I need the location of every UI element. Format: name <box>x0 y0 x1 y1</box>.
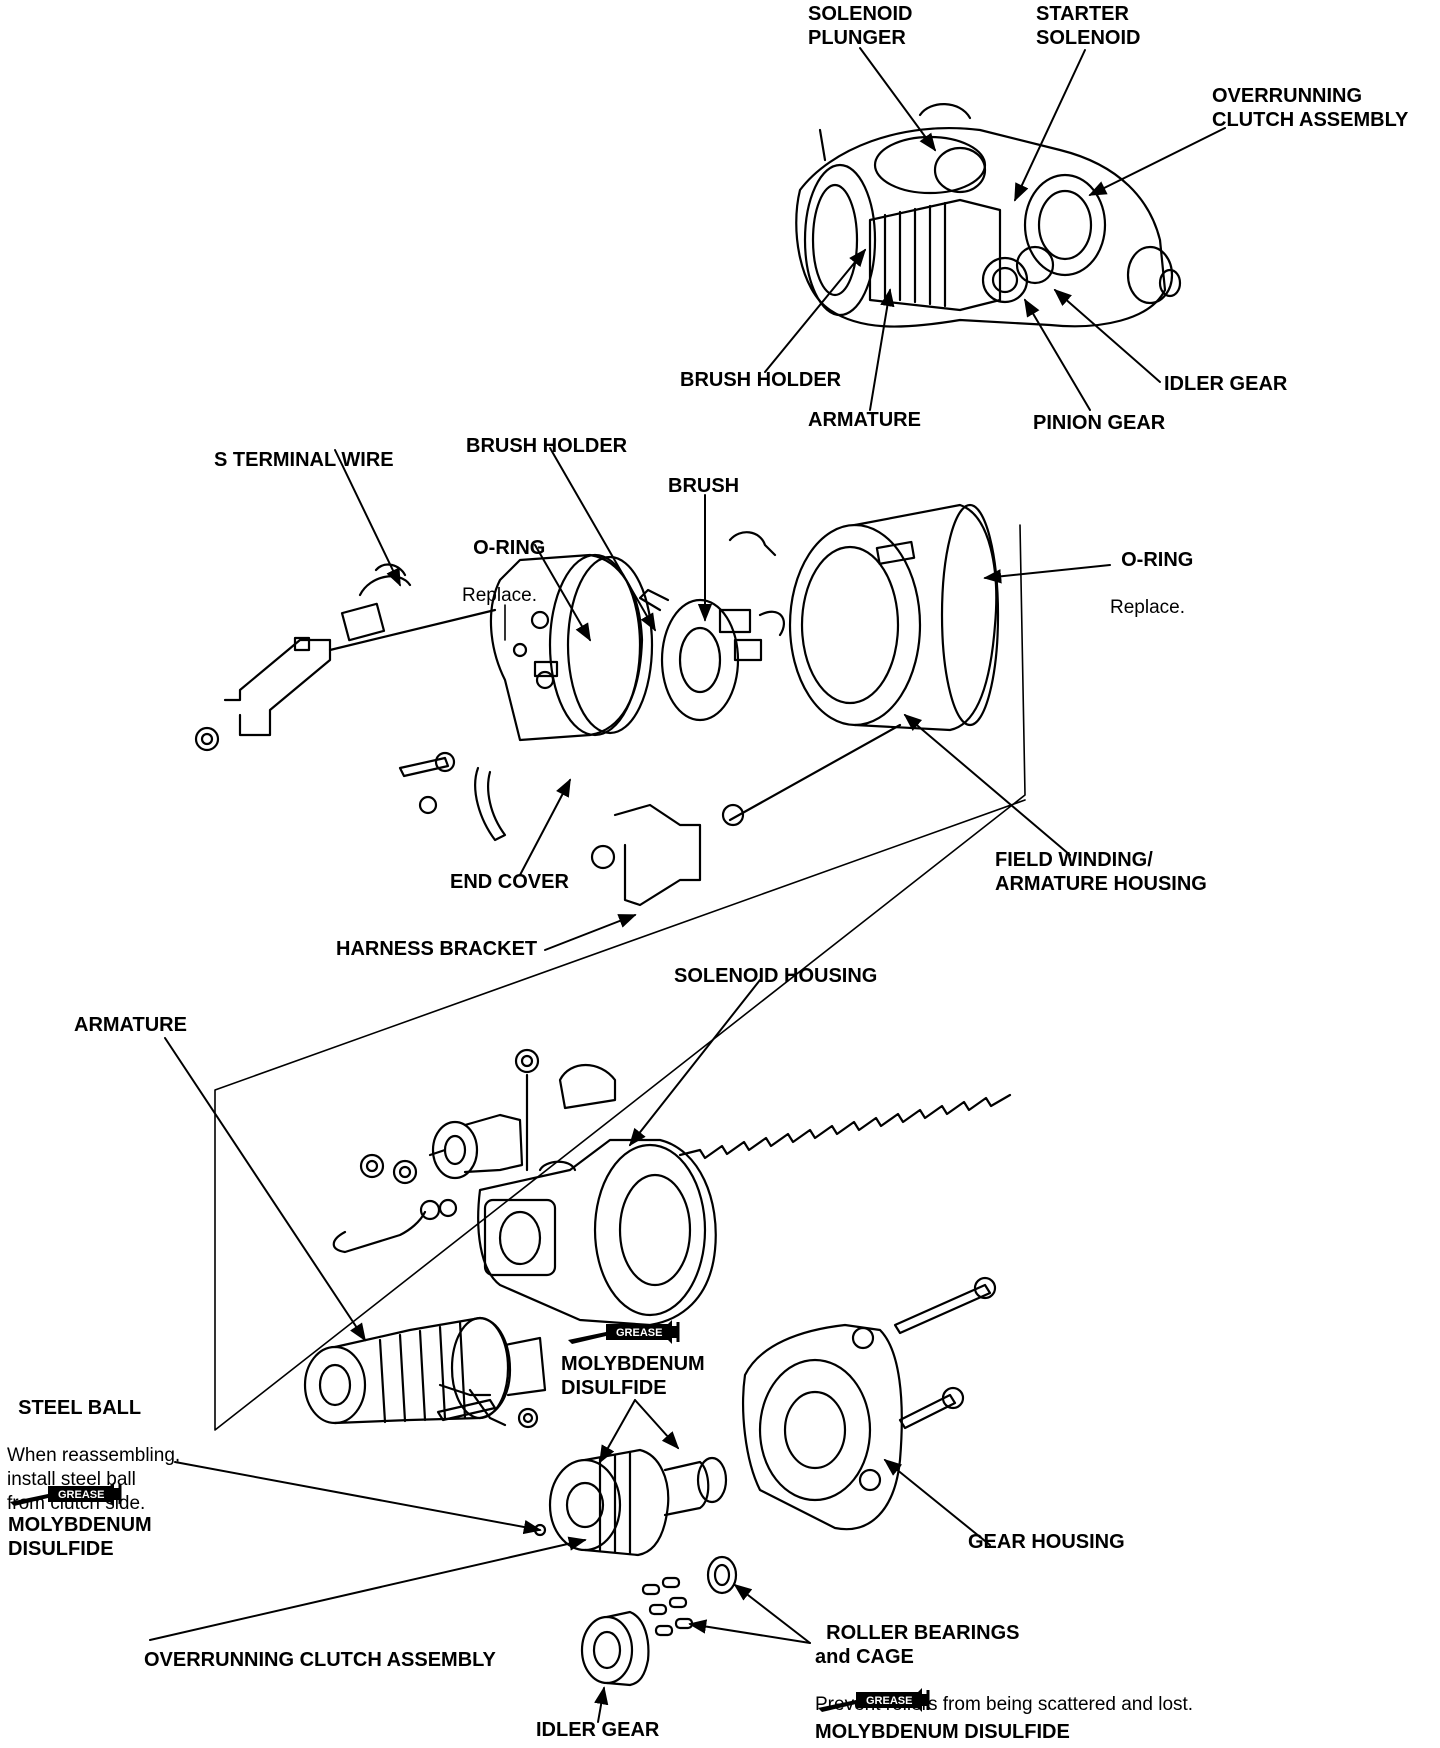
grease-gun-icon: GREASE <box>818 1688 930 1712</box>
oring-right-note: Replace. <box>1110 597 1185 618</box>
idler-gear-bottom-drawing <box>580 1610 650 1687</box>
label-solenoid-plunger: SOLENOID PLUNGER <box>808 3 913 49</box>
label-harness-bracket: HARNESS BRACKET <box>336 938 538 960</box>
leader-lines <box>149 47 1226 1723</box>
label-moly-left: MOLYBDENUM DISULFIDE <box>8 1514 152 1560</box>
grease-gun-icon: GREASE <box>10 1482 122 1506</box>
armature-bottom-drawing <box>303 1316 547 1429</box>
grease-icon-text: GREASE <box>616 1327 662 1339</box>
overrunning-clutch-drawing <box>533 1448 728 1557</box>
roller-bearings-title: ROLLER BEARINGS and CAGE <box>815 1622 1020 1668</box>
oring-left-title: O-RING <box>473 537 546 559</box>
label-roller-bearings: ROLLER BEARINGS and CAGE Prevent rollers… <box>815 1597 1193 1741</box>
label-field-winding: FIELD WINDING/ ARMATURE HOUSING <box>995 849 1207 895</box>
oring-left-note: Replace. <box>462 585 537 606</box>
label-s-terminal-wire: S TERMINAL WIRE <box>214 449 394 471</box>
label-gear-housing: GEAR HOUSING <box>968 1531 1125 1553</box>
label-brush-holder-top: BRUSH HOLDER <box>680 369 842 391</box>
label-solenoid-housing: SOLENOID HOUSING <box>674 965 878 987</box>
label-oring-left: O-RING Replace. <box>462 512 545 632</box>
solenoid-housing-drawing <box>477 1138 717 1327</box>
oring-right-title: O-RING <box>1121 549 1194 571</box>
label-brush-holder-mid: BRUSH HOLDER <box>466 435 628 457</box>
panel-frame <box>214 524 1026 1431</box>
label-overrunning-clutch-top: OVERRUNNING CLUTCH ASSEMBLY <box>1212 85 1409 131</box>
roller-bearings-drawing <box>641 1555 738 1637</box>
label-idler-gear-bottom: IDLER GEAR <box>536 1719 660 1741</box>
grease-icon-text: GREASE <box>58 1489 104 1501</box>
spring-drawing <box>678 1093 1012 1160</box>
grease-gun-icon: GREASE <box>568 1320 680 1344</box>
label-starter-solenoid: STARTER SOLENOID <box>1036 3 1141 49</box>
grease-icon-text: GREASE <box>866 1695 912 1707</box>
label-pinion-gear: PINION GEAR <box>1033 412 1166 434</box>
brush-holder-drawing <box>638 588 785 722</box>
steel-ball-title: STEEL BALL <box>18 1397 142 1419</box>
s-terminal-wire-drawing <box>223 563 497 737</box>
label-armature-bottom: ARMATURE <box>74 1014 187 1036</box>
assembled-starter <box>795 103 1182 328</box>
label-brush: BRUSH <box>668 475 740 497</box>
label-oring-right: O-RING Replace. <box>1110 524 1193 644</box>
gear-housing-drawing <box>742 1276 997 1531</box>
label-end-cover: END COVER <box>450 871 569 893</box>
field-housing-drawing <box>728 503 1000 732</box>
label-overrunning-clutch-bottom: OVERRUNNING CLUTCH ASSEMBLY <box>144 1649 496 1671</box>
label-idler-gear-top: IDLER GEAR <box>1164 373 1288 395</box>
label-moly-bottom: MOLYBDENUM DISULFIDE <box>815 1721 1070 1743</box>
small-hardware-mid <box>194 723 902 907</box>
solenoid-plunger-bottom-drawing <box>332 1048 617 1254</box>
label-armature-top: ARMATURE <box>808 409 921 431</box>
label-moly-center: MOLYBDENUM DISULFIDE <box>561 1353 705 1399</box>
